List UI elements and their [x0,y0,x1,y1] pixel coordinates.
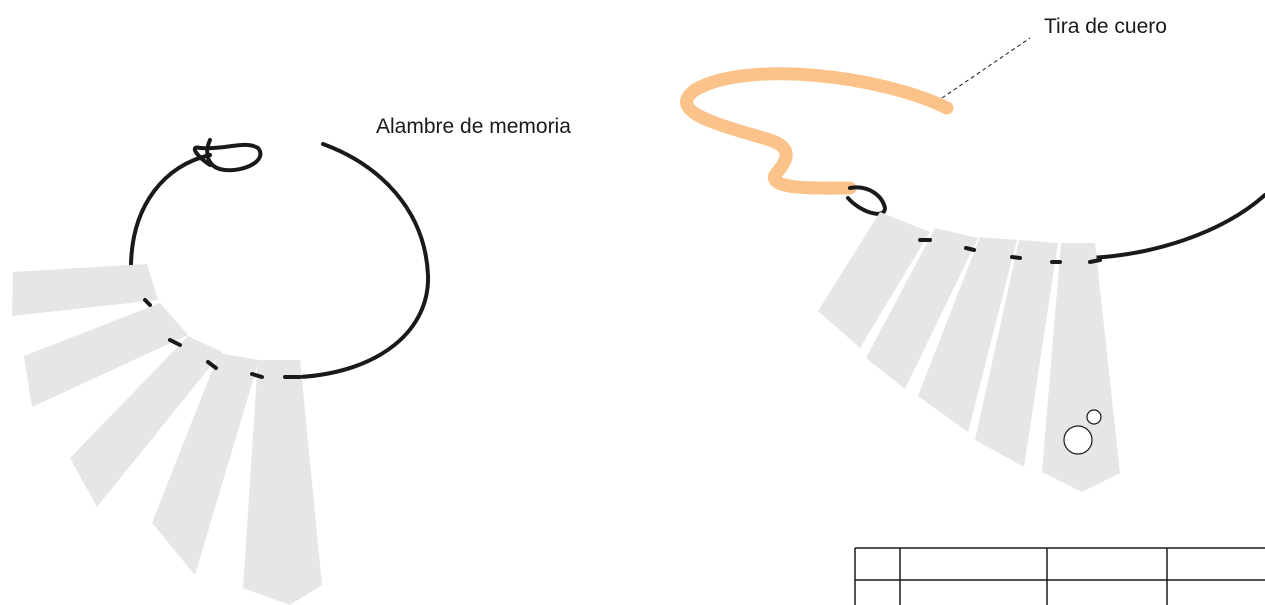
leader-line [941,37,1031,99]
right-fringe-piece-4 [975,240,1058,467]
left-fringe-piece-3 [70,336,222,507]
right-fringe-piece-2 [866,228,978,389]
wire-end-loop [192,138,263,173]
right-fringe-piece-5 [1042,243,1120,492]
left-fringe-piece-2 [24,303,188,407]
left-fringe-piece-5 [243,360,322,605]
table-fragment [854,547,1265,605]
right-necklace-figure: Tira de cuero [680,15,1265,492]
leather-strip [680,67,954,195]
left-fringe-piece-1 [12,264,158,316]
right-fringe-piece-1 [818,212,930,348]
large-bead [1063,425,1093,455]
left-necklace-figure: Alambre de memoria [12,115,571,605]
wire-attach-loop [846,185,887,216]
left-fringe-piece-4 [152,353,259,575]
right-fringe-piece-3 [918,237,1017,432]
memory-wire-coil [298,142,431,379]
leather-strip-label: Tira de cuero [1044,15,1167,38]
small-bead [1086,409,1102,425]
memory-wire-coil-back [129,153,212,267]
wire-through-fringe [143,298,302,379]
memory-wire-label: Alambre de memoria [376,115,571,138]
wire-through-right-fringe [918,238,1102,264]
right-memory-wire [1088,193,1265,260]
